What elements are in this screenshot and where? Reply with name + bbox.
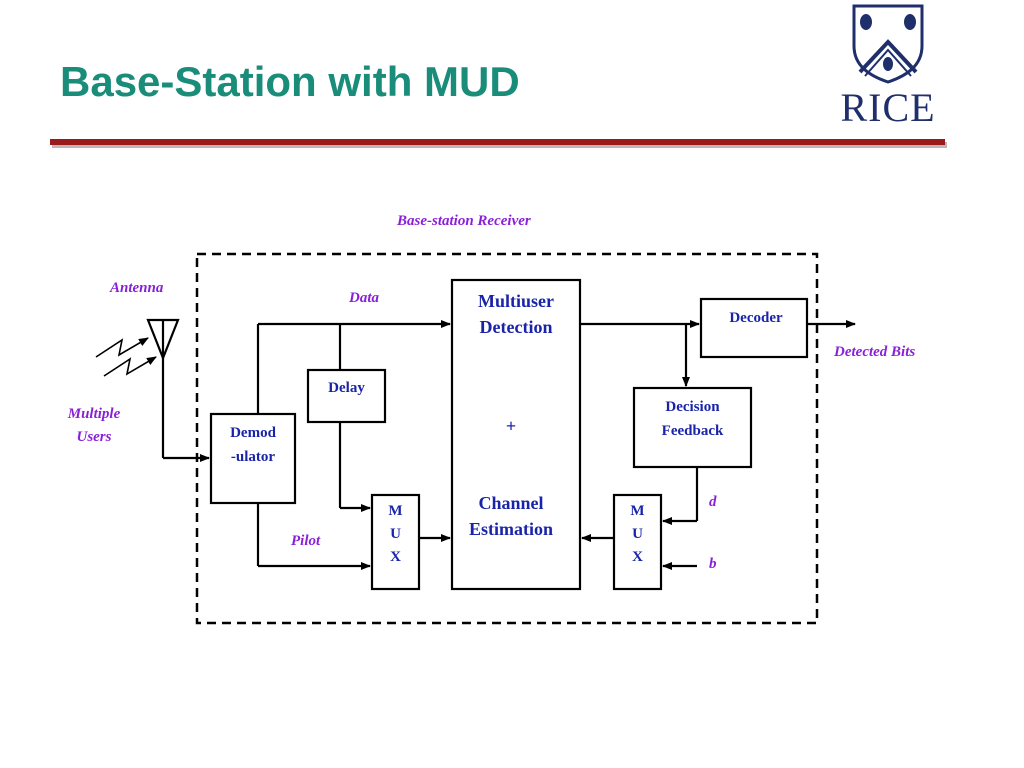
decoder-block (699, 297, 809, 359)
users-label-line2: Users (76, 429, 112, 445)
mux-left-u: U (390, 526, 401, 542)
users-label-line1: Multiple (67, 406, 121, 422)
mux-left-m: M (388, 503, 403, 519)
decision-line1: Decision (665, 399, 720, 415)
mud-line2: Detection (479, 317, 553, 337)
decision-feedback-block (632, 386, 753, 469)
delay-label: Delay (328, 380, 365, 396)
demodulator-label: Demod -ulator (211, 421, 295, 469)
user-signal-lower (103, 356, 157, 377)
ce-line2: Estimation (468, 519, 553, 539)
rice-logo: RICE (832, 2, 944, 130)
decision-label: Decision Feedback (634, 395, 751, 443)
demod-line2: -ulator (230, 449, 276, 465)
logo-wordmark: RICE (840, 85, 936, 130)
pilot-label: Pilot (291, 533, 321, 549)
delay-block (306, 368, 387, 424)
shield-icon (852, 4, 924, 84)
mux-left-block (370, 493, 421, 591)
decision-line2: Feedback (661, 423, 724, 439)
ce-line1: Channel (478, 493, 544, 513)
mux-left-label: M U X (372, 500, 419, 569)
slide-title: Base-Station with MUD (60, 58, 520, 105)
demod-line1: Demod (230, 425, 276, 441)
receiver-label: Base-station Receiver (397, 213, 531, 229)
antenna-label: Antenna (110, 280, 164, 296)
users-label: Multiple Users (56, 403, 132, 449)
demodulator-block (209, 412, 297, 505)
d-label: d (709, 494, 717, 510)
mux-right-m: M (630, 503, 645, 519)
data-label: Data (349, 290, 379, 306)
user-signal-upper (95, 337, 149, 358)
decoder-label: Decoder (729, 310, 783, 326)
mux-right-block (612, 493, 663, 591)
mux-right-u: U (632, 526, 643, 542)
mux-left-x: X (390, 549, 401, 565)
title-divider (50, 139, 945, 145)
mux-right-label: M U X (614, 500, 661, 569)
receiver-boundary (195, 252, 819, 625)
plus-sign: + (505, 416, 517, 436)
ce-label: Channel Estimation (452, 490, 570, 542)
b-label: b (709, 556, 717, 572)
mud-block (450, 278, 582, 591)
detected-bits-label: Detected Bits (834, 344, 916, 360)
mud-line1: Multiuser (478, 291, 554, 311)
mux-right-x: X (632, 549, 643, 565)
mud-label: Multiuser Detection (452, 288, 580, 340)
